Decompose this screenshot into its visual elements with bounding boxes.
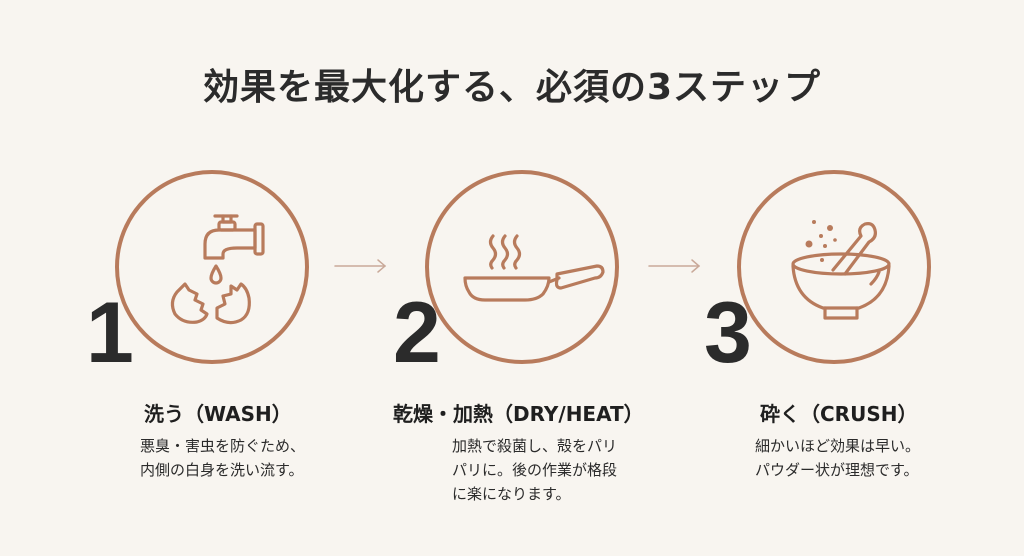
page-title: 効果を最大化する、必須の3ステップ (202, 67, 822, 108)
step-2-circle (425, 170, 619, 364)
step-1-title: 洗う（WASH） (144, 402, 292, 426)
mortar-pestle-icon (791, 220, 891, 320)
arrow-right-icon (334, 259, 387, 273)
frying-pan-steam-icon (463, 234, 605, 302)
step-2-title: 乾燥・加熱（DRY/HEAT） (393, 402, 644, 426)
step-3-description: 細かいほど効果は早い。 パウダー状が理想です。 (755, 437, 921, 479)
step-2-number: 2 (393, 285, 441, 381)
arrow-right-icon (648, 259, 701, 273)
faucet-eggshell-icon (170, 214, 265, 325)
step-2-description: 加熱で殺菌し、殻をパリ パリに。後の作業が格段 に楽になります。 (452, 437, 618, 503)
step-1-number: 1 (86, 285, 134, 381)
step-1-circle (115, 170, 309, 364)
step-3-title: 砕く（CRUSH） (760, 402, 918, 426)
step-3-number: 3 (704, 285, 752, 381)
step-1-description: 悪臭・害虫を防ぐため、 内側の白身を洗い流す。 (140, 437, 306, 479)
step-3-circle (737, 170, 931, 364)
